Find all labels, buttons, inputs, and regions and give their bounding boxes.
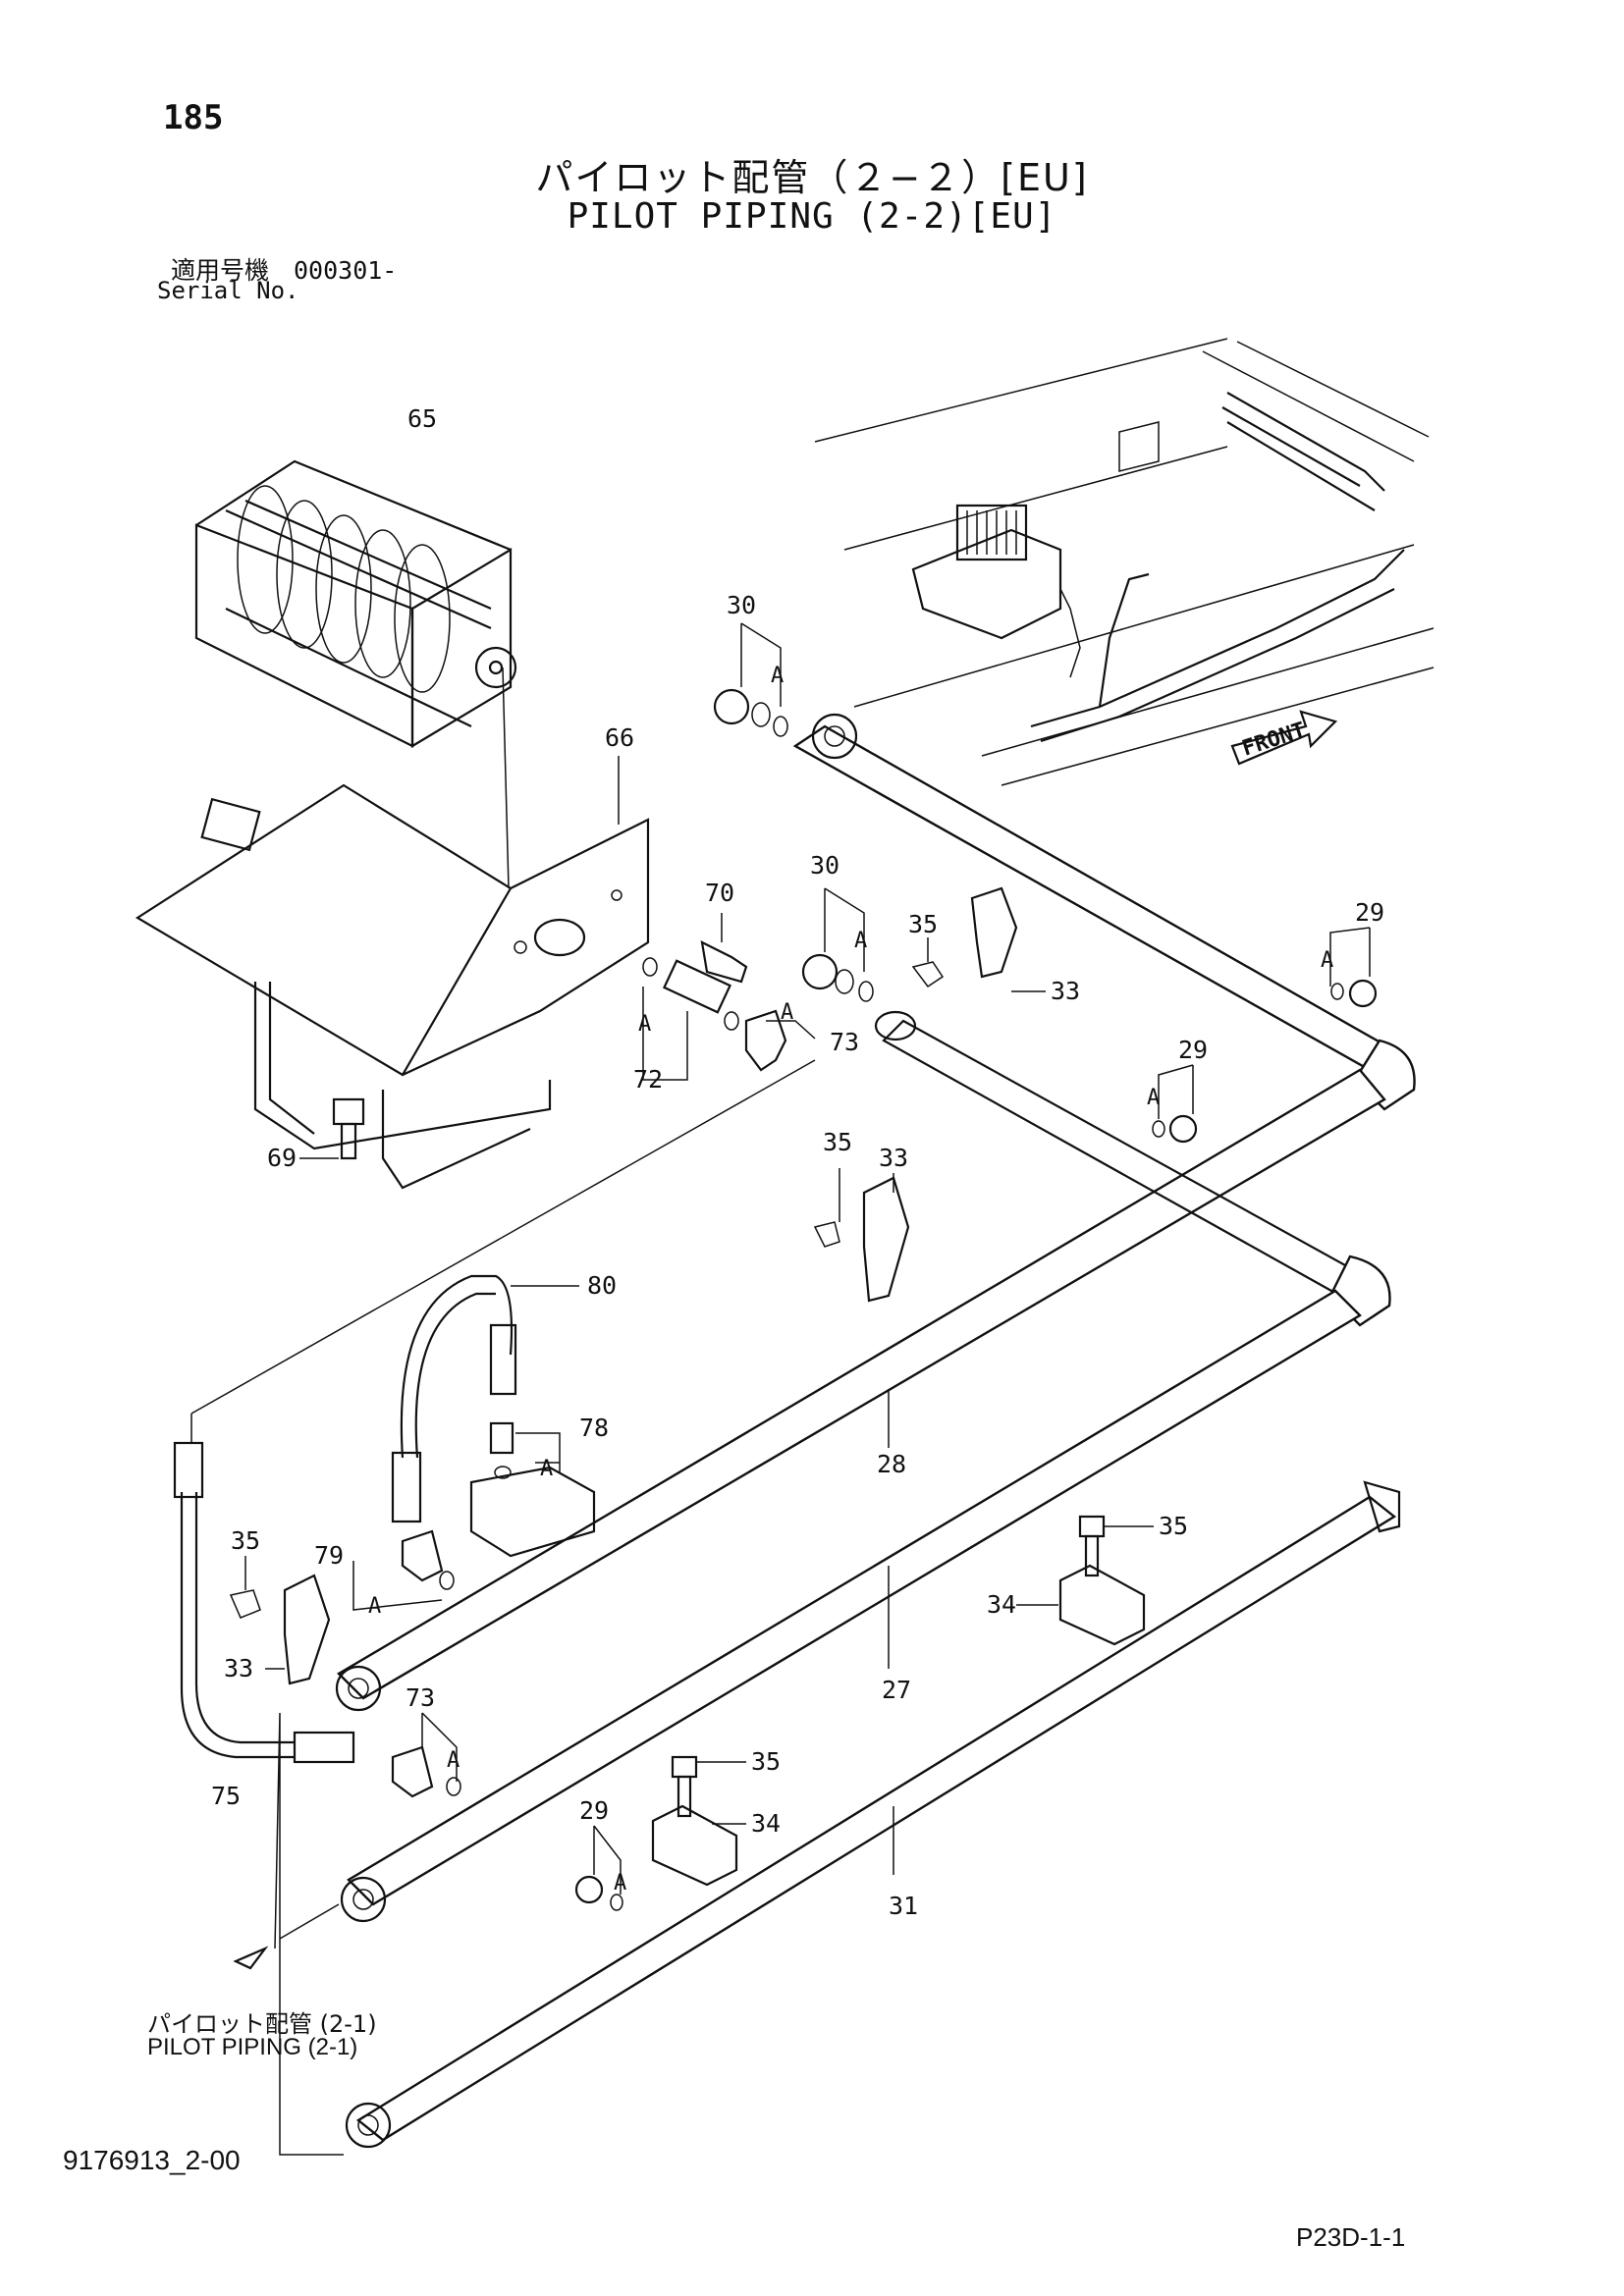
callout-80: 80 — [587, 1271, 617, 1300]
svg-text:A: A — [1147, 1086, 1160, 1110]
callout-labels: 65 66 70 72 73 69 30 30 35 33 29 29 35 3… — [211, 404, 1384, 1920]
callout-35-d: 35 — [751, 1747, 781, 1776]
callout-73-b: 73 — [406, 1683, 435, 1712]
callout-27: 27 — [882, 1676, 911, 1704]
svg-text:A: A — [614, 1871, 626, 1896]
callout-28: 28 — [877, 1450, 906, 1478]
part-33-clamp-upper — [911, 886, 1046, 992]
machine-overview-inset: FRONT — [814, 338, 1435, 786]
svg-text:A: A — [1321, 948, 1333, 973]
part-66-bracket — [135, 756, 650, 1190]
part-33-clamp-lower — [229, 1556, 331, 1685]
drawing-number: 9176913_2-00 — [63, 2145, 241, 2175]
callout-35-b: 35 — [823, 1128, 852, 1156]
callout-69: 69 — [267, 1144, 297, 1172]
callout-75: 75 — [211, 1782, 241, 1810]
page-number: 185 — [163, 98, 224, 137]
o-ring-markers: A A A A A A A A A A — [368, 664, 1333, 1896]
sheet-code: P23D-1-1 — [1296, 2222, 1406, 2252]
part-31-pipe — [345, 1480, 1401, 2149]
callout-72: 72 — [633, 1065, 663, 1094]
callout-33-c: 33 — [224, 1654, 253, 1682]
callout-31: 31 — [889, 1892, 918, 1920]
part-29-plug-a — [1329, 927, 1378, 1008]
part-33-clamp-middle — [813, 1168, 910, 1303]
callout-30-b: 30 — [810, 851, 839, 880]
part-34-clamp-b — [651, 1755, 746, 1887]
part-30-plug — [713, 622, 788, 737]
part-78-adapter — [469, 1421, 596, 1558]
svg-text:A: A — [368, 1594, 381, 1619]
callout-66: 66 — [605, 723, 634, 752]
callout-33: 33 — [1051, 977, 1080, 1005]
front-arrow-icon: FRONT — [1230, 710, 1338, 766]
callout-29-b: 29 — [1178, 1036, 1208, 1064]
callout-29: 29 — [1355, 898, 1384, 927]
svg-text:A: A — [854, 929, 867, 953]
svg-text:A: A — [540, 1457, 553, 1481]
callout-35-c: 35 — [1159, 1512, 1188, 1540]
part-80-hose — [391, 1274, 579, 1523]
part-34-clamp-a — [1016, 1515, 1154, 1646]
reference-japanese: パイロット配管 (2-1) — [147, 2010, 377, 2038]
callout-30: 30 — [727, 591, 756, 619]
front-label: FRONT — [1239, 718, 1309, 761]
part-30-plug-b — [801, 887, 874, 1002]
callout-35-e: 35 — [231, 1526, 260, 1555]
callout-34-b: 34 — [751, 1809, 781, 1838]
arrow-left-icon — [233, 1946, 269, 1970]
part-29-plug-b — [1152, 1064, 1198, 1144]
fittings-70-72-73 — [642, 913, 816, 1081]
upper-pilot-pipe — [335, 713, 1416, 1923]
part-69-bolt — [299, 1097, 365, 1160]
callout-65: 65 — [407, 404, 437, 433]
callout-33-b: 33 — [879, 1144, 908, 1172]
callout-70: 70 — [705, 879, 734, 907]
page-title-japanese: パイロット配管（２−２）[EU] — [535, 156, 1089, 199]
callout-78: 78 — [579, 1414, 609, 1442]
part-79-elbow — [352, 1529, 455, 1611]
svg-text:A: A — [771, 664, 784, 688]
part-29-plug-c — [574, 1825, 623, 1911]
callout-34: 34 — [987, 1590, 1016, 1619]
callout-79: 79 — [314, 1541, 344, 1570]
svg-text:A: A — [781, 1000, 793, 1025]
reference-english: PILOT PIPING (2-1) — [147, 2034, 358, 2060]
svg-text:A: A — [638, 1012, 651, 1037]
callout-29-c: 29 — [579, 1796, 609, 1825]
callout-73: 73 — [830, 1028, 859, 1056]
page-title-english: PILOT PIPING (2-2)[EU] — [567, 196, 1057, 237]
serial-number-label: Serial No. — [157, 277, 299, 304]
part-73-elbow-lower — [391, 1712, 461, 1798]
serial-number-japanese: 適用号機 000301- — [171, 256, 398, 285]
part-75-hose — [173, 1414, 355, 1764]
part-65-valve — [194, 459, 517, 889]
svg-text:A: A — [447, 1748, 460, 1773]
callout-35: 35 — [908, 910, 938, 938]
